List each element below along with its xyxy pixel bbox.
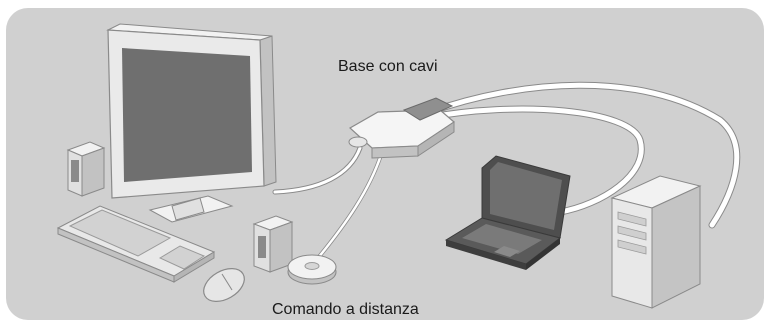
monitor [106, 23, 277, 223]
kvm-connector [402, 97, 454, 121]
laptop-keyboard [462, 224, 542, 254]
monitor-screen [122, 48, 252, 182]
speaker-left [66, 141, 106, 197]
laptop [444, 155, 571, 270]
base-label: Base con cavi [338, 58, 438, 75]
keyboard [56, 205, 216, 283]
kvm-base [348, 97, 455, 159]
mouse [203, 268, 245, 302]
remote-control [287, 254, 337, 285]
cables [272, 81, 741, 260]
tower-pc [610, 175, 702, 309]
keyboard-keys-main [68, 209, 172, 257]
laptop-screen [490, 162, 562, 230]
remote-label: Comando a distanza [272, 301, 419, 318]
keyboard-keys-numpad [158, 245, 206, 270]
speaker-right [252, 215, 294, 273]
laptop-touchpad [494, 246, 520, 257]
